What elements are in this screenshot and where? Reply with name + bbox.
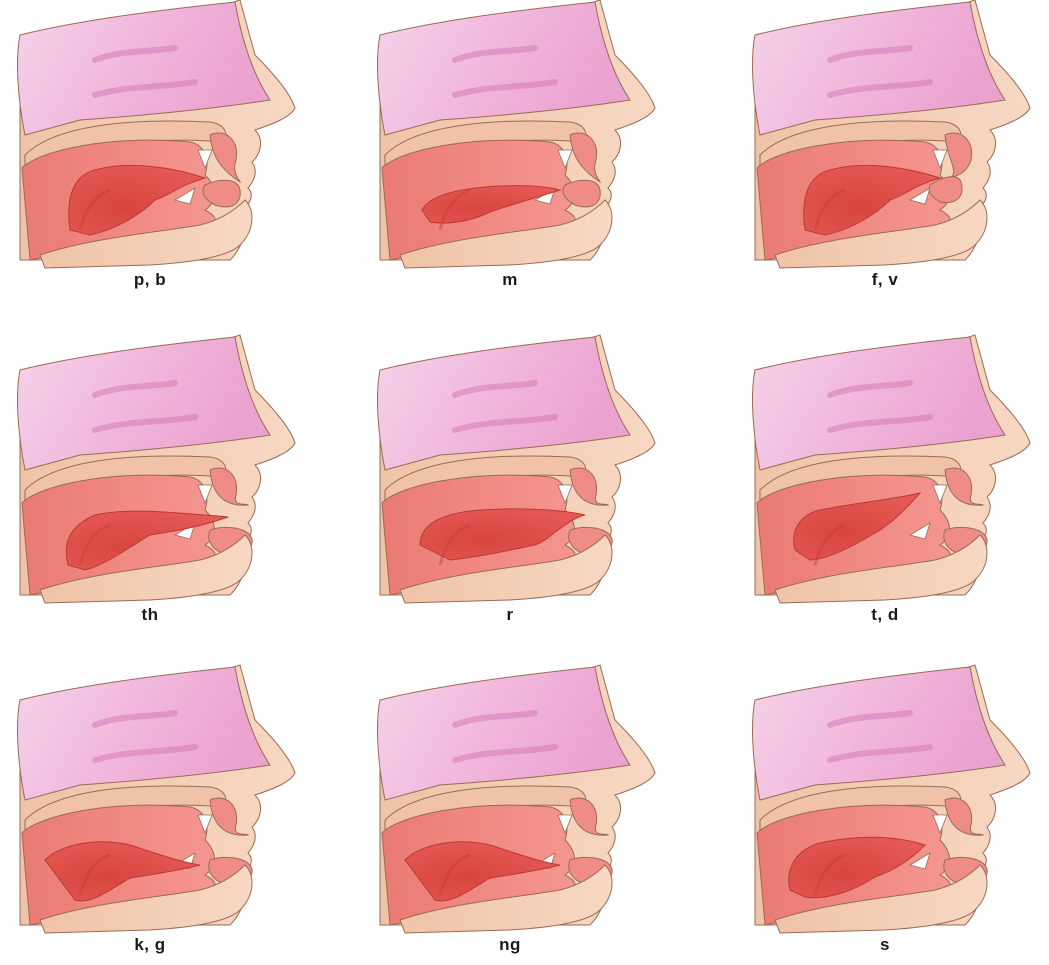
sound-label: t, d (735, 605, 1035, 625)
articulation-diagram: s (735, 665, 1035, 965)
sound-label: ng (360, 935, 660, 955)
articulation-diagram: r (360, 335, 660, 635)
vocal-tract-illustration (360, 335, 660, 605)
articulation-diagram: k, g (0, 665, 300, 965)
vocal-tract-illustration (0, 0, 300, 270)
sound-label: r (360, 605, 660, 625)
vocal-tract-illustration (360, 0, 660, 270)
sound-label: th (0, 605, 300, 625)
sound-label: s (735, 935, 1035, 955)
sound-label: f, v (735, 270, 1035, 290)
vocal-tract-illustration (735, 335, 1035, 605)
vocal-tract-illustration (735, 0, 1035, 270)
sound-label: m (360, 270, 660, 290)
articulation-diagram: m (360, 0, 660, 300)
articulation-diagram: t, d (735, 335, 1035, 635)
vocal-tract-illustration (735, 665, 1035, 935)
articulation-diagram: p, b (0, 0, 300, 300)
articulation-diagram: ng (360, 665, 660, 965)
vocal-tract-illustration (360, 665, 660, 935)
vocal-tract-illustration (0, 335, 300, 605)
articulation-diagram: th (0, 335, 300, 635)
vocal-tract-illustration (0, 665, 300, 935)
articulation-diagram: f, v (735, 0, 1035, 300)
sound-label: p, b (0, 270, 300, 290)
sound-label: k, g (0, 935, 300, 955)
